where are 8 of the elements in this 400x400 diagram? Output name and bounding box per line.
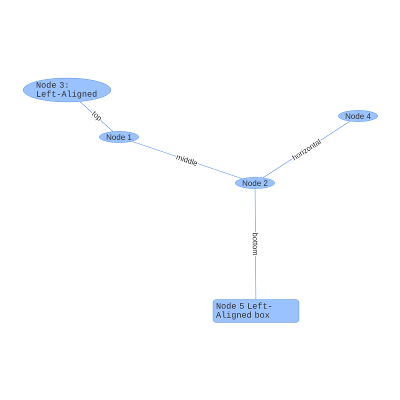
ellipse-node: Node 4 xyxy=(338,110,378,122)
ellipse-node: Node 3: Left-Aligned xyxy=(22,78,112,102)
connector-line xyxy=(254,188,256,300)
ellipse-node: Node 1 xyxy=(99,131,139,143)
rounded-box: Node 5 Left-Aligned box xyxy=(212,299,300,323)
connector-line xyxy=(80,101,114,132)
ellipse-node: Node 2 xyxy=(235,177,275,189)
connector-line xyxy=(132,141,242,179)
